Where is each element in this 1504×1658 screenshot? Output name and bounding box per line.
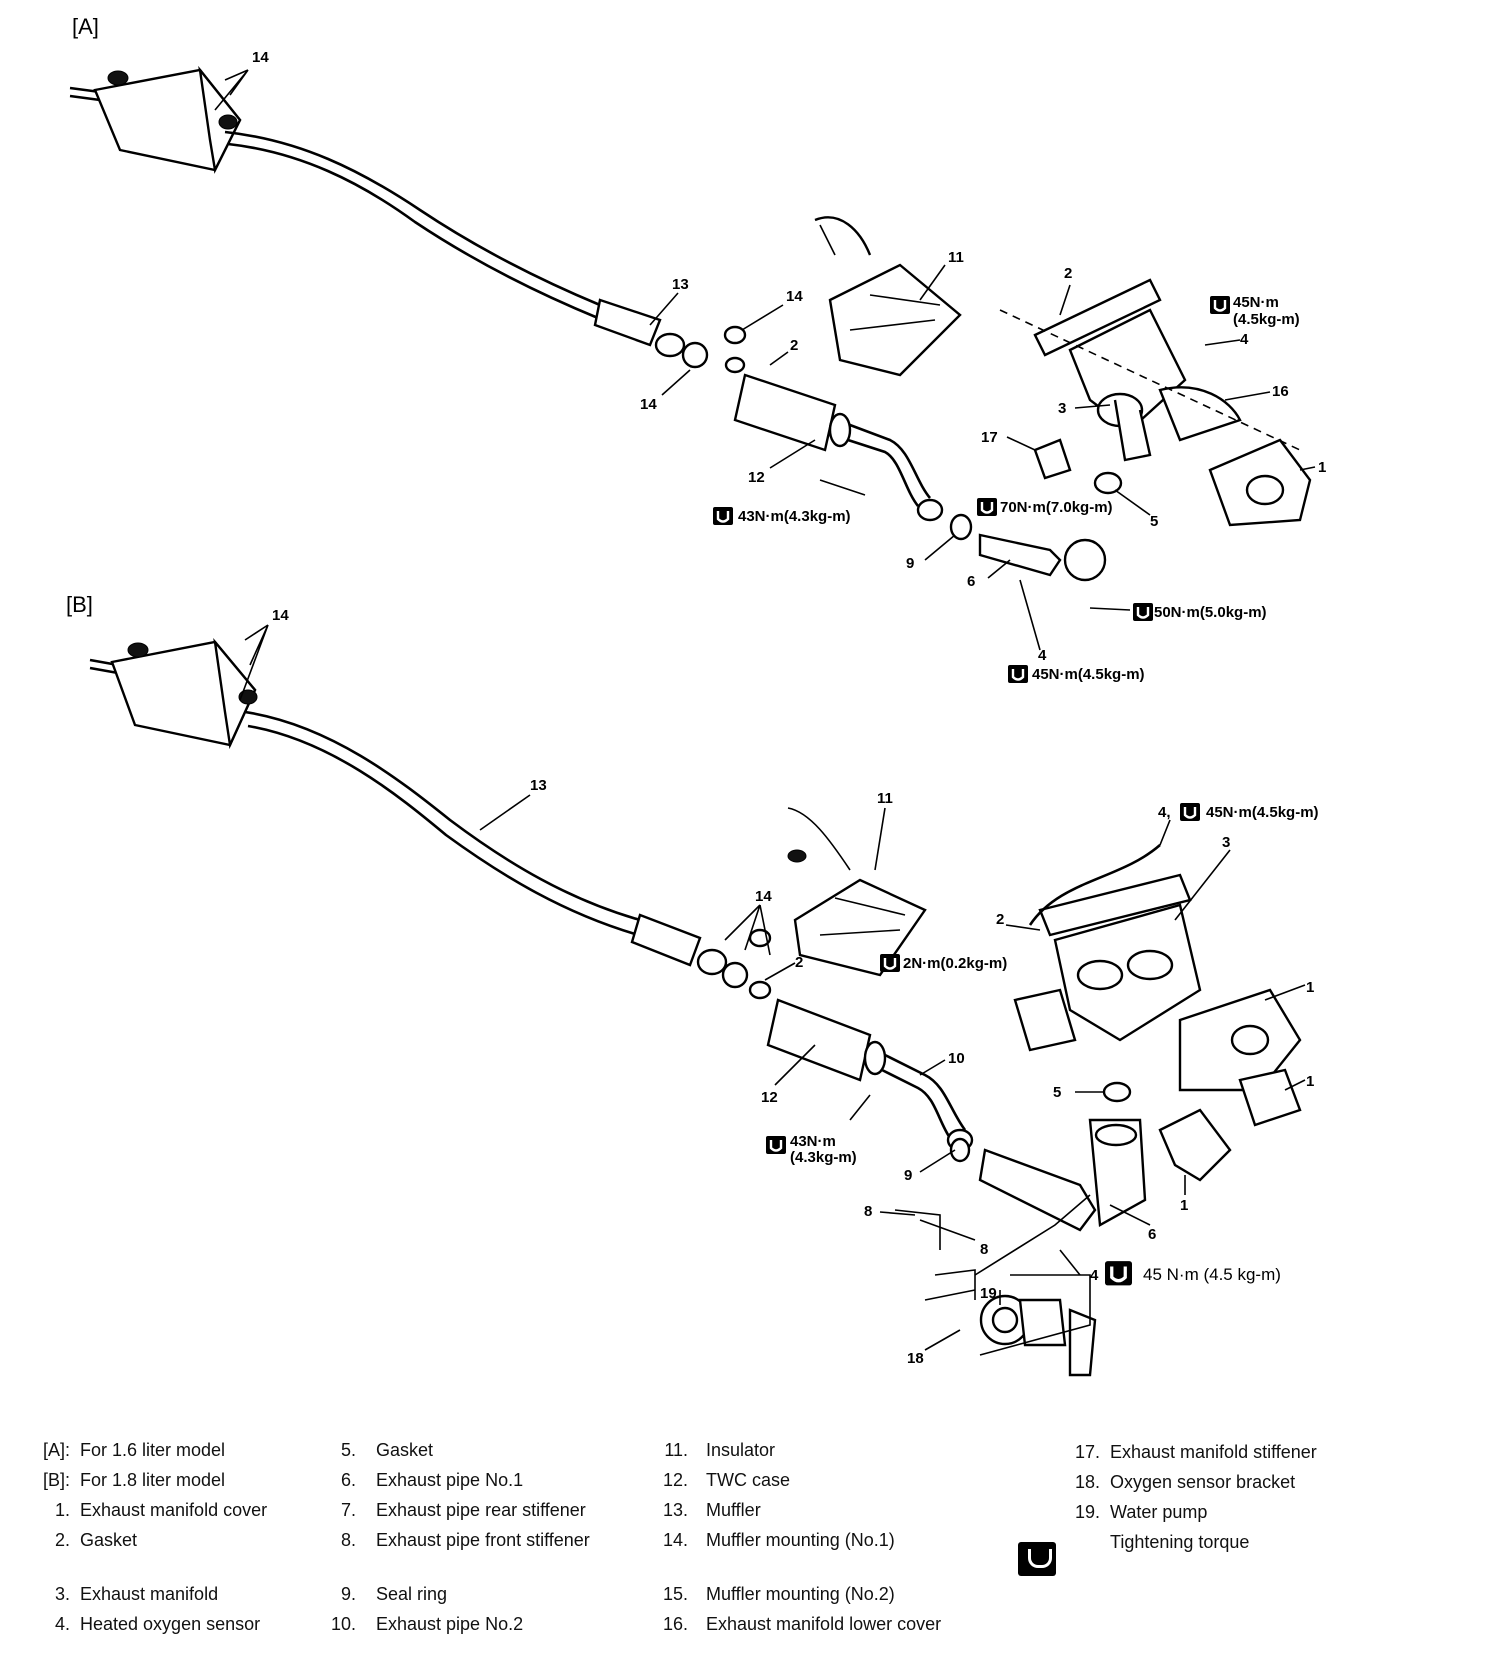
b-label-13: 13 — [530, 777, 547, 794]
muffler-a — [69, 65, 242, 174]
a-label-12: 12 — [748, 469, 765, 486]
a-label-2-manifold: 2 — [1064, 265, 1072, 282]
a-torque-manifold-kg: (4.5kg-m) — [1233, 311, 1300, 328]
b-label-1-b: 1 — [1306, 1073, 1314, 1090]
b-label-9: 9 — [904, 1167, 912, 1184]
manifold-b — [1013, 844, 1302, 1182]
b-torque-sensor-top: 45N·m(4.5kg-m) — [1206, 804, 1319, 821]
a-torque-pipe2: 43N·m(4.3kg-m) — [738, 508, 851, 525]
a-torque-sensor: 45N·m(4.5kg-m) — [1032, 666, 1145, 683]
b-torque-sensor-bottom: 45 N·m (4.5 kg-m) — [1143, 1265, 1281, 1284]
b-label-6: 6 — [1148, 1226, 1156, 1243]
a-label-2: 2 — [790, 337, 798, 354]
b-label-14-mid: 14 — [755, 888, 772, 905]
manifold-a — [999, 278, 1312, 527]
a-label-3: 3 — [1058, 400, 1066, 417]
a-label-4-manifold: 4 — [1240, 331, 1249, 348]
exhaust-pipe-no1-b — [949, 1118, 1147, 1232]
b-torque-pipe2-kg: (4.3kg-m) — [790, 1149, 857, 1166]
b-label-10: 10 — [948, 1050, 965, 1067]
tailpipe-b — [244, 710, 641, 922]
section-a: [A] — [69, 14, 1326, 685]
b-label-2-manifold: 2 — [996, 911, 1004, 928]
b-label-19: 19 — [980, 1285, 997, 1302]
b-label-11: 11 — [877, 790, 893, 807]
a-label-13: 13 — [672, 276, 689, 293]
insulator-b — [787, 807, 927, 977]
section-a-title: [A] — [72, 14, 99, 39]
a-label-14-bottom: 14 — [640, 396, 657, 413]
torque-wrench-icon — [1018, 1542, 1056, 1576]
section-b: [B] — [66, 592, 1319, 1377]
b-label-18: 18 — [907, 1350, 924, 1367]
b-label-8-b: 8 — [980, 1241, 988, 1258]
b-label-12: 12 — [761, 1089, 778, 1106]
b-label-3: 3 — [1222, 834, 1230, 851]
section-b-title: [B] — [66, 592, 93, 617]
b-label-2: 2 — [795, 954, 803, 971]
parts-legend: [A]: For 1.6 liter model [B]: For 1.8 li… — [42, 1440, 1317, 1634]
b-label-14-top: 14 — [272, 607, 289, 624]
b-label-1-c: 1 — [1180, 1197, 1188, 1214]
a-torque-manifold-nm: 45N·m — [1233, 294, 1279, 311]
stiffener-brackets-b — [894, 1194, 1091, 1301]
insulator-a — [814, 216, 962, 377]
a-label-17: 17 — [981, 429, 998, 446]
b-label-1-a: 1 — [1306, 979, 1314, 996]
a-label-14-right: 14 — [786, 288, 803, 305]
twc-case-a — [733, 373, 944, 522]
a-label-14-top: 14 — [252, 49, 269, 66]
exhaust-pipe-no1-a — [949, 513, 1107, 582]
exhaust-system-diagram: [A] — [66, 14, 1326, 1377]
a-label-9: 9 — [906, 555, 914, 572]
a-label-5: 5 — [1150, 513, 1158, 530]
water-pump-b — [979, 1274, 1097, 1377]
b-label-5: 5 — [1053, 1084, 1061, 1101]
b-label-8-a: 8 — [864, 1203, 872, 1220]
muffler-b — [89, 637, 258, 750]
a-torque-stiffener: 70N·m(7.0kg-m) — [1000, 499, 1113, 516]
a-label-11: 11 — [948, 249, 964, 266]
a-label-16: 16 — [1272, 383, 1289, 400]
tailpipe-a — [224, 130, 601, 307]
a-torque-pipe1: 50N·m(5.0kg-m) — [1154, 604, 1267, 621]
b-torque-insulator: 2N·m(0.2kg-m) — [903, 955, 1007, 972]
twc-case-b — [766, 998, 974, 1152]
a-label-6: 6 — [967, 573, 975, 590]
b-label-4: 4 — [1090, 1267, 1099, 1284]
a-label-4-bottom: 4 — [1038, 647, 1047, 664]
b-label-4-top: 4, — [1158, 804, 1171, 821]
b-torque-pipe2-nm: 43N·m — [790, 1133, 836, 1150]
a-label-1: 1 — [1318, 459, 1326, 476]
